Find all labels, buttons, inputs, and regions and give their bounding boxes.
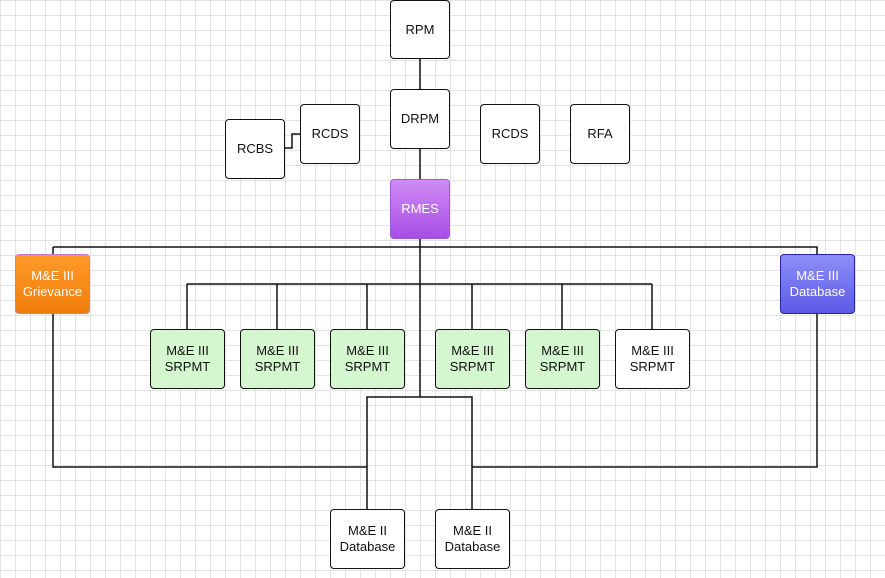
edge-db-bus (366, 396, 473, 509)
srpmt-node-4[interactable]: M&E III SRPMT (435, 329, 510, 389)
database-ii-left-label-line1: M&E II (347, 523, 387, 538)
rmes-node[interactable]: RMES (390, 179, 450, 239)
srpmt-node-3[interactable]: M&E III SRPMT (330, 329, 405, 389)
rcds-left-label: RCDS (311, 126, 349, 141)
srpmt-4-label-line1: M&E III (451, 343, 494, 358)
rcds-right-label: RCDS (491, 126, 529, 141)
srpmt-2-label-line2: SRPMT (254, 359, 301, 374)
database-ii-right-label-line1: M&E II (452, 523, 492, 538)
srpmt-node-1[interactable]: M&E III SRPMT (150, 329, 225, 389)
database-ii-right-label-line2: Database (444, 539, 501, 554)
srpmt-5-label-line2: SRPMT (539, 359, 586, 374)
edge-grievance-loop (52, 314, 367, 468)
rpm-node[interactable]: RPM (390, 0, 450, 59)
srpmt-6-label-line1: M&E III (631, 343, 674, 358)
rfa-label: RFA (587, 126, 613, 141)
edge-database-loop (472, 314, 818, 468)
srpmt-1-label-line1: M&E III (166, 343, 209, 358)
grievance-label-line2: Grievance (22, 284, 83, 299)
rcds-node-right[interactable]: RCDS (480, 104, 540, 164)
srpmt-3-label-line1: M&E III (346, 343, 389, 358)
database-iii-node[interactable]: M&E III Database (780, 254, 855, 314)
rmes-label: RMES (401, 201, 439, 216)
database-iii-label-line1: M&E III (796, 268, 839, 283)
edge-rcbs-rcds (285, 133, 300, 149)
srpmt-5-label-line1: M&E III (541, 343, 584, 358)
rcbs-label: RCBS (236, 141, 274, 156)
srpmt-3-label-line2: SRPMT (344, 359, 391, 374)
rcds-node-left[interactable]: RCDS (300, 104, 360, 164)
srpmt-4-label-line2: SRPMT (449, 359, 496, 374)
edge-top-bus (52, 246, 818, 254)
srpmt-1-label-line2: SRPMT (164, 359, 211, 374)
database-iii-label-line2: Database (789, 284, 846, 299)
database-ii-node-left[interactable]: M&E II Database (330, 509, 405, 569)
drpm-node[interactable]: DRPM (390, 89, 450, 149)
rpm-label: RPM (405, 21, 435, 37)
rcbs-node[interactable]: RCBS (225, 119, 285, 179)
rfa-node[interactable]: RFA (570, 104, 630, 164)
database-ii-left-label-line2: Database (339, 539, 396, 554)
drpm-label: DRPM (400, 111, 440, 126)
srpmt-node-6[interactable]: M&E III SRPMT (615, 329, 690, 389)
grievance-label-line1: M&E III (31, 268, 74, 283)
edge-srpmt-bus (186, 283, 653, 329)
srpmt-node-5[interactable]: M&E III SRPMT (525, 329, 600, 389)
srpmt-6-label-line2: SRPMT (629, 359, 676, 374)
grievance-node[interactable]: M&E III Grievance (15, 254, 90, 314)
database-ii-node-right[interactable]: M&E II Database (435, 509, 510, 569)
srpmt-node-2[interactable]: M&E III SRPMT (240, 329, 315, 389)
srpmt-2-label-line1: M&E III (256, 343, 299, 358)
